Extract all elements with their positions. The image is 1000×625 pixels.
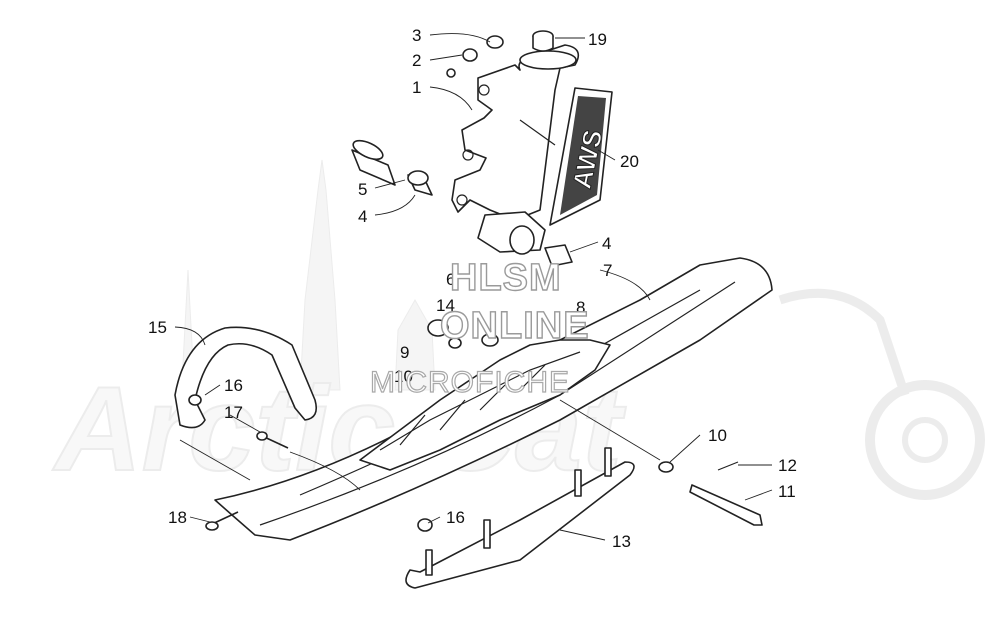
callout-10-lower: 10	[708, 426, 727, 445]
callout-14: 14	[436, 296, 455, 315]
leader-lines	[174, 33, 773, 541]
bushing-assembly	[351, 139, 573, 267]
callout-8: 8	[576, 298, 585, 317]
callout-4-right: 4	[602, 234, 611, 253]
ski-handle	[174, 326, 318, 429]
callout-11: 11	[778, 482, 796, 501]
aws-decal: AWS	[549, 87, 613, 226]
callout-17: 17	[224, 403, 243, 422]
callout-19: 19	[588, 30, 607, 49]
callout-3: 3	[412, 26, 421, 45]
hardware-top	[446, 35, 504, 78]
spindle-strut	[451, 30, 580, 255]
foreground-watermark: HLSM ONLINE MICROFICHE	[369, 256, 590, 399]
callout-10-upper: 10	[394, 367, 413, 386]
callout-5: 5	[358, 180, 367, 199]
callout-6: 6	[446, 270, 455, 289]
callout-16-lower: 16	[446, 508, 465, 527]
callout-16-upper: 16	[224, 376, 243, 395]
callout-20: 20	[620, 152, 639, 171]
callout-4-left: 4	[358, 207, 367, 226]
ski	[214, 257, 773, 541]
watermark-line3: MICROFICHE	[370, 366, 570, 399]
hardware-lower	[188, 319, 763, 532]
watermark-line2: ONLINE	[440, 305, 590, 347]
callout-12: 12	[778, 456, 797, 475]
callout-13: 13	[612, 532, 631, 551]
callout-7: 7	[603, 261, 612, 280]
callout-2: 2	[412, 51, 421, 70]
callout-18: 18	[168, 508, 187, 527]
callouts: 3 2 1 19 20 5 4 4 6 7 8 14 9 10 15 16 17…	[148, 26, 797, 551]
watermark-line1: HLSM	[450, 257, 562, 299]
callout-9: 9	[400, 343, 409, 362]
callout-1: 1	[412, 78, 421, 97]
callout-15: 15	[148, 318, 167, 337]
wear-bar	[405, 447, 635, 589]
